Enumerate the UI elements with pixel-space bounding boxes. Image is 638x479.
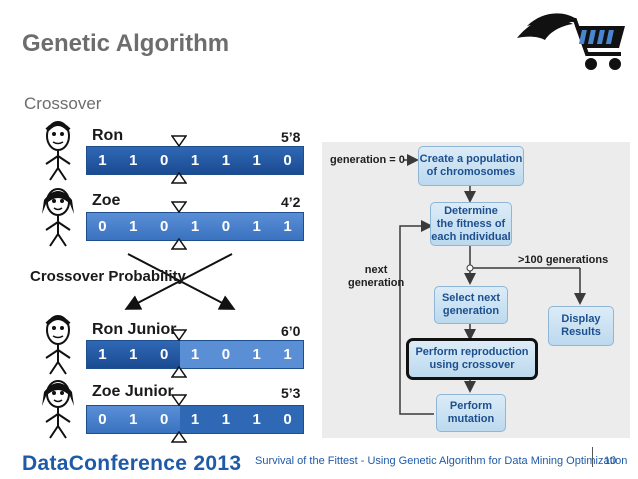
ron-junior-name: Ron Junior (92, 321, 177, 338)
ron-junior-bit: 1 (179, 341, 211, 368)
ron-bit: 0 (159, 152, 169, 169)
crossover-probability-label: Crossover Probability (30, 268, 186, 285)
perform-mutation-line: mutation (447, 413, 495, 425)
determine-fitness-line: each individual (431, 230, 511, 243)
crossover-point-up-icon (171, 238, 187, 250)
zoe-height: 4’2 (281, 194, 301, 210)
ron-junior-bit: 0 (210, 341, 242, 368)
crossover-point-down-icon (171, 329, 187, 341)
ron-name: Ron (92, 127, 124, 144)
crossover-point-up-icon (171, 366, 187, 378)
determine-fitness-line: Determine (444, 204, 498, 217)
zoe-junior-bit: 0 (159, 411, 169, 428)
next-generation-line: next (364, 264, 388, 276)
zoe-chromosome: 0 1 0 1 0 1 1 (86, 212, 304, 241)
zoe-junior-chromosome: 0 1 0 1 1 1 0 (86, 405, 304, 434)
zoe-junior-bit: 1 (129, 411, 138, 428)
zoe-junior-bit: 1 (241, 406, 273, 433)
zoe-bit: 1 (129, 218, 138, 235)
zoe-name: Zoe (92, 192, 121, 209)
zoe-junior-name: Zoe Junior (92, 383, 174, 400)
zoe-bit: 0 (159, 218, 169, 235)
zoe-junior-height: 5’3 (281, 385, 301, 401)
generation-zero-label: generation = 0 (330, 154, 405, 166)
create-population-line: of chromosomes (426, 166, 516, 178)
slide-title: Genetic Algorithm (22, 30, 230, 57)
footer-divider (592, 447, 593, 467)
ron-bit: 1 (129, 152, 138, 169)
ron-bit: 0 (283, 152, 292, 169)
zoe-junior-bit: 0 (272, 406, 304, 433)
ron-junior-figure-icon (45, 315, 71, 375)
ron-figure-icon (45, 121, 71, 181)
crossover-arrows-icon (124, 253, 236, 310)
ron-junior-height: 6’0 (281, 323, 301, 339)
determine-fitness-line: the fitness of (436, 217, 506, 230)
select-next-line: generation (442, 305, 500, 317)
shopping-cart-logo-icon (517, 13, 625, 70)
generation-limit-label: >100 generations (518, 254, 609, 266)
zoe-figure-icon (42, 188, 74, 247)
display-results-line: Display (561, 313, 601, 325)
ron-chromosome: 1 1 0 1 1 1 0 (86, 146, 304, 175)
perform-reproduction-line: Perform reproduction (415, 346, 529, 358)
ron-bit: 1 (98, 152, 107, 169)
ron-junior-chromosome: 1 1 0 1 0 1 1 (86, 340, 304, 369)
ron-junior-bit: 1 (272, 341, 304, 368)
next-generation-line: generation (348, 277, 405, 289)
footer-presentation-title: Survival of the Fittest - Using Genetic … (255, 455, 628, 467)
ron-height: 5’8 (281, 129, 301, 145)
zoe-junior-bit: 1 (179, 406, 211, 433)
ron-junior-bit: 1 (129, 346, 138, 363)
ron-bit: 1 (252, 152, 261, 169)
zoe-bit: 0 (98, 218, 107, 235)
zoe-bit: 1 (190, 218, 200, 235)
flowchart-connectors-icon (399, 154, 586, 415)
zoe-bit: 1 (252, 218, 261, 235)
crossover-point-down-icon (171, 394, 187, 406)
crossover-point-up-icon (171, 172, 187, 184)
perform-mutation-line: Perform (449, 400, 493, 412)
crossover-point-up-icon (171, 431, 187, 443)
crossover-point-down-icon (171, 201, 187, 213)
dataconference-logo: DataConference 2013 (22, 452, 242, 475)
slide-subtitle: Crossover (24, 94, 102, 113)
zoe-bit: 0 (221, 218, 231, 235)
zoe-junior-bit: 1 (210, 406, 242, 433)
zoe-junior-bit: 0 (98, 411, 107, 428)
crossover-point-down-icon (171, 135, 187, 147)
ron-bit: 1 (190, 152, 200, 169)
ron-junior-bit: 1 (98, 346, 107, 363)
zoe-junior-figure-icon (42, 380, 74, 439)
create-population-line: Create a population (419, 153, 523, 165)
ron-bit: 1 (221, 152, 231, 169)
perform-reproduction-line: using crossover (429, 359, 515, 371)
select-next-line: Select next (441, 292, 501, 304)
zoe-bit: 1 (283, 218, 292, 235)
ron-junior-bit: 1 (241, 341, 273, 368)
ron-junior-bit: 0 (159, 346, 169, 363)
slide-page-number: 10 (604, 455, 617, 467)
display-results-line: Results (561, 326, 601, 338)
